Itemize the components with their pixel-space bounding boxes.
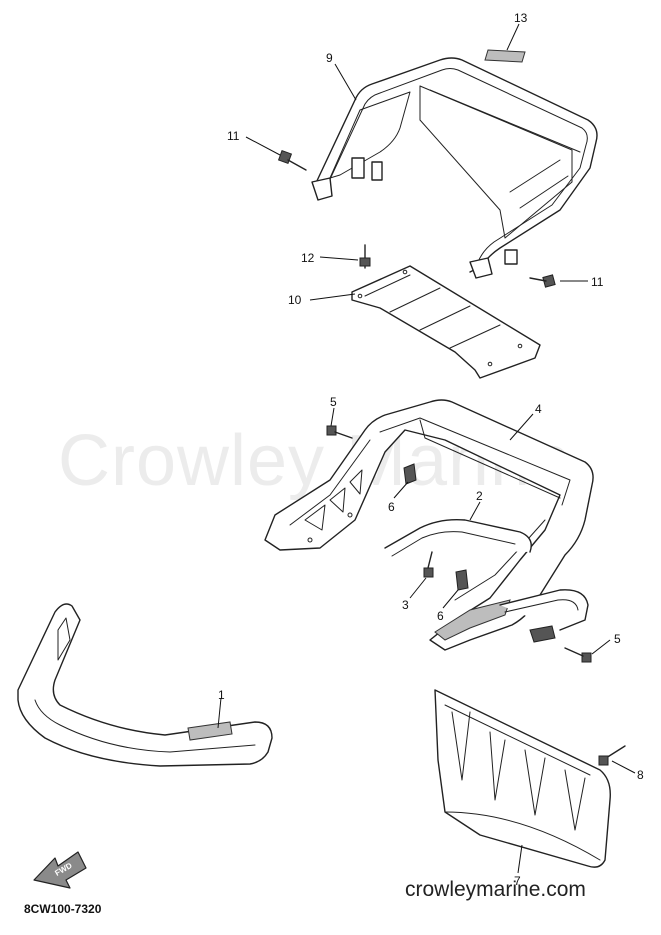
site-url-label: crowleymarine.com [405,878,586,901]
part-7-mud-flap [434,689,611,868]
callout-13: 13 [514,11,528,25]
part-1-front-bumper [17,603,273,767]
callout-5-upper: 5 [330,395,337,409]
callout-3: 3 [402,598,409,612]
part-6-clip-nut-lower [455,569,469,591]
callout-11-left: 11 [227,129,240,143]
callout-2: 2 [476,489,483,503]
callout-8: 8 [637,768,644,782]
callout-1: 1 [218,688,225,702]
fwd-arrow-icon: FWD [33,851,87,889]
part-13-label [484,49,526,63]
callout-9: 9 [326,51,333,65]
part-11-bolt-left [277,149,307,171]
callout-7: 7 [514,874,521,888]
part-3-bolt [423,551,434,578]
part-5-bolt-upper [326,425,353,439]
callout-4: 4 [535,402,542,416]
leader-lines [217,23,636,874]
callout-11-right: 11 [591,275,604,289]
part-11-bolt-right [529,274,556,288]
part-10-floor-plate [351,265,541,379]
callout-numbers: 13 9 11 11 12 10 5 4 2 6 3 6 5 1 8 7 [218,11,644,888]
callout-6-lower: 6 [437,609,444,623]
part-2-rail [384,518,589,631]
part-8-rivet [598,745,626,766]
callout-12: 12 [301,251,315,265]
diagram-code: 8CW100-7320 [24,902,102,916]
part-4-rear-guard [264,399,594,651]
part-9-rack-frame [311,57,598,279]
part-12-rivet [359,244,371,269]
part-6-clip-nut-upper [403,463,417,485]
callout-10: 10 [288,293,302,307]
callout-5-lower: 5 [614,632,621,646]
part-5-bolt-lower [529,625,592,663]
callout-6-upper: 6 [388,500,395,514]
